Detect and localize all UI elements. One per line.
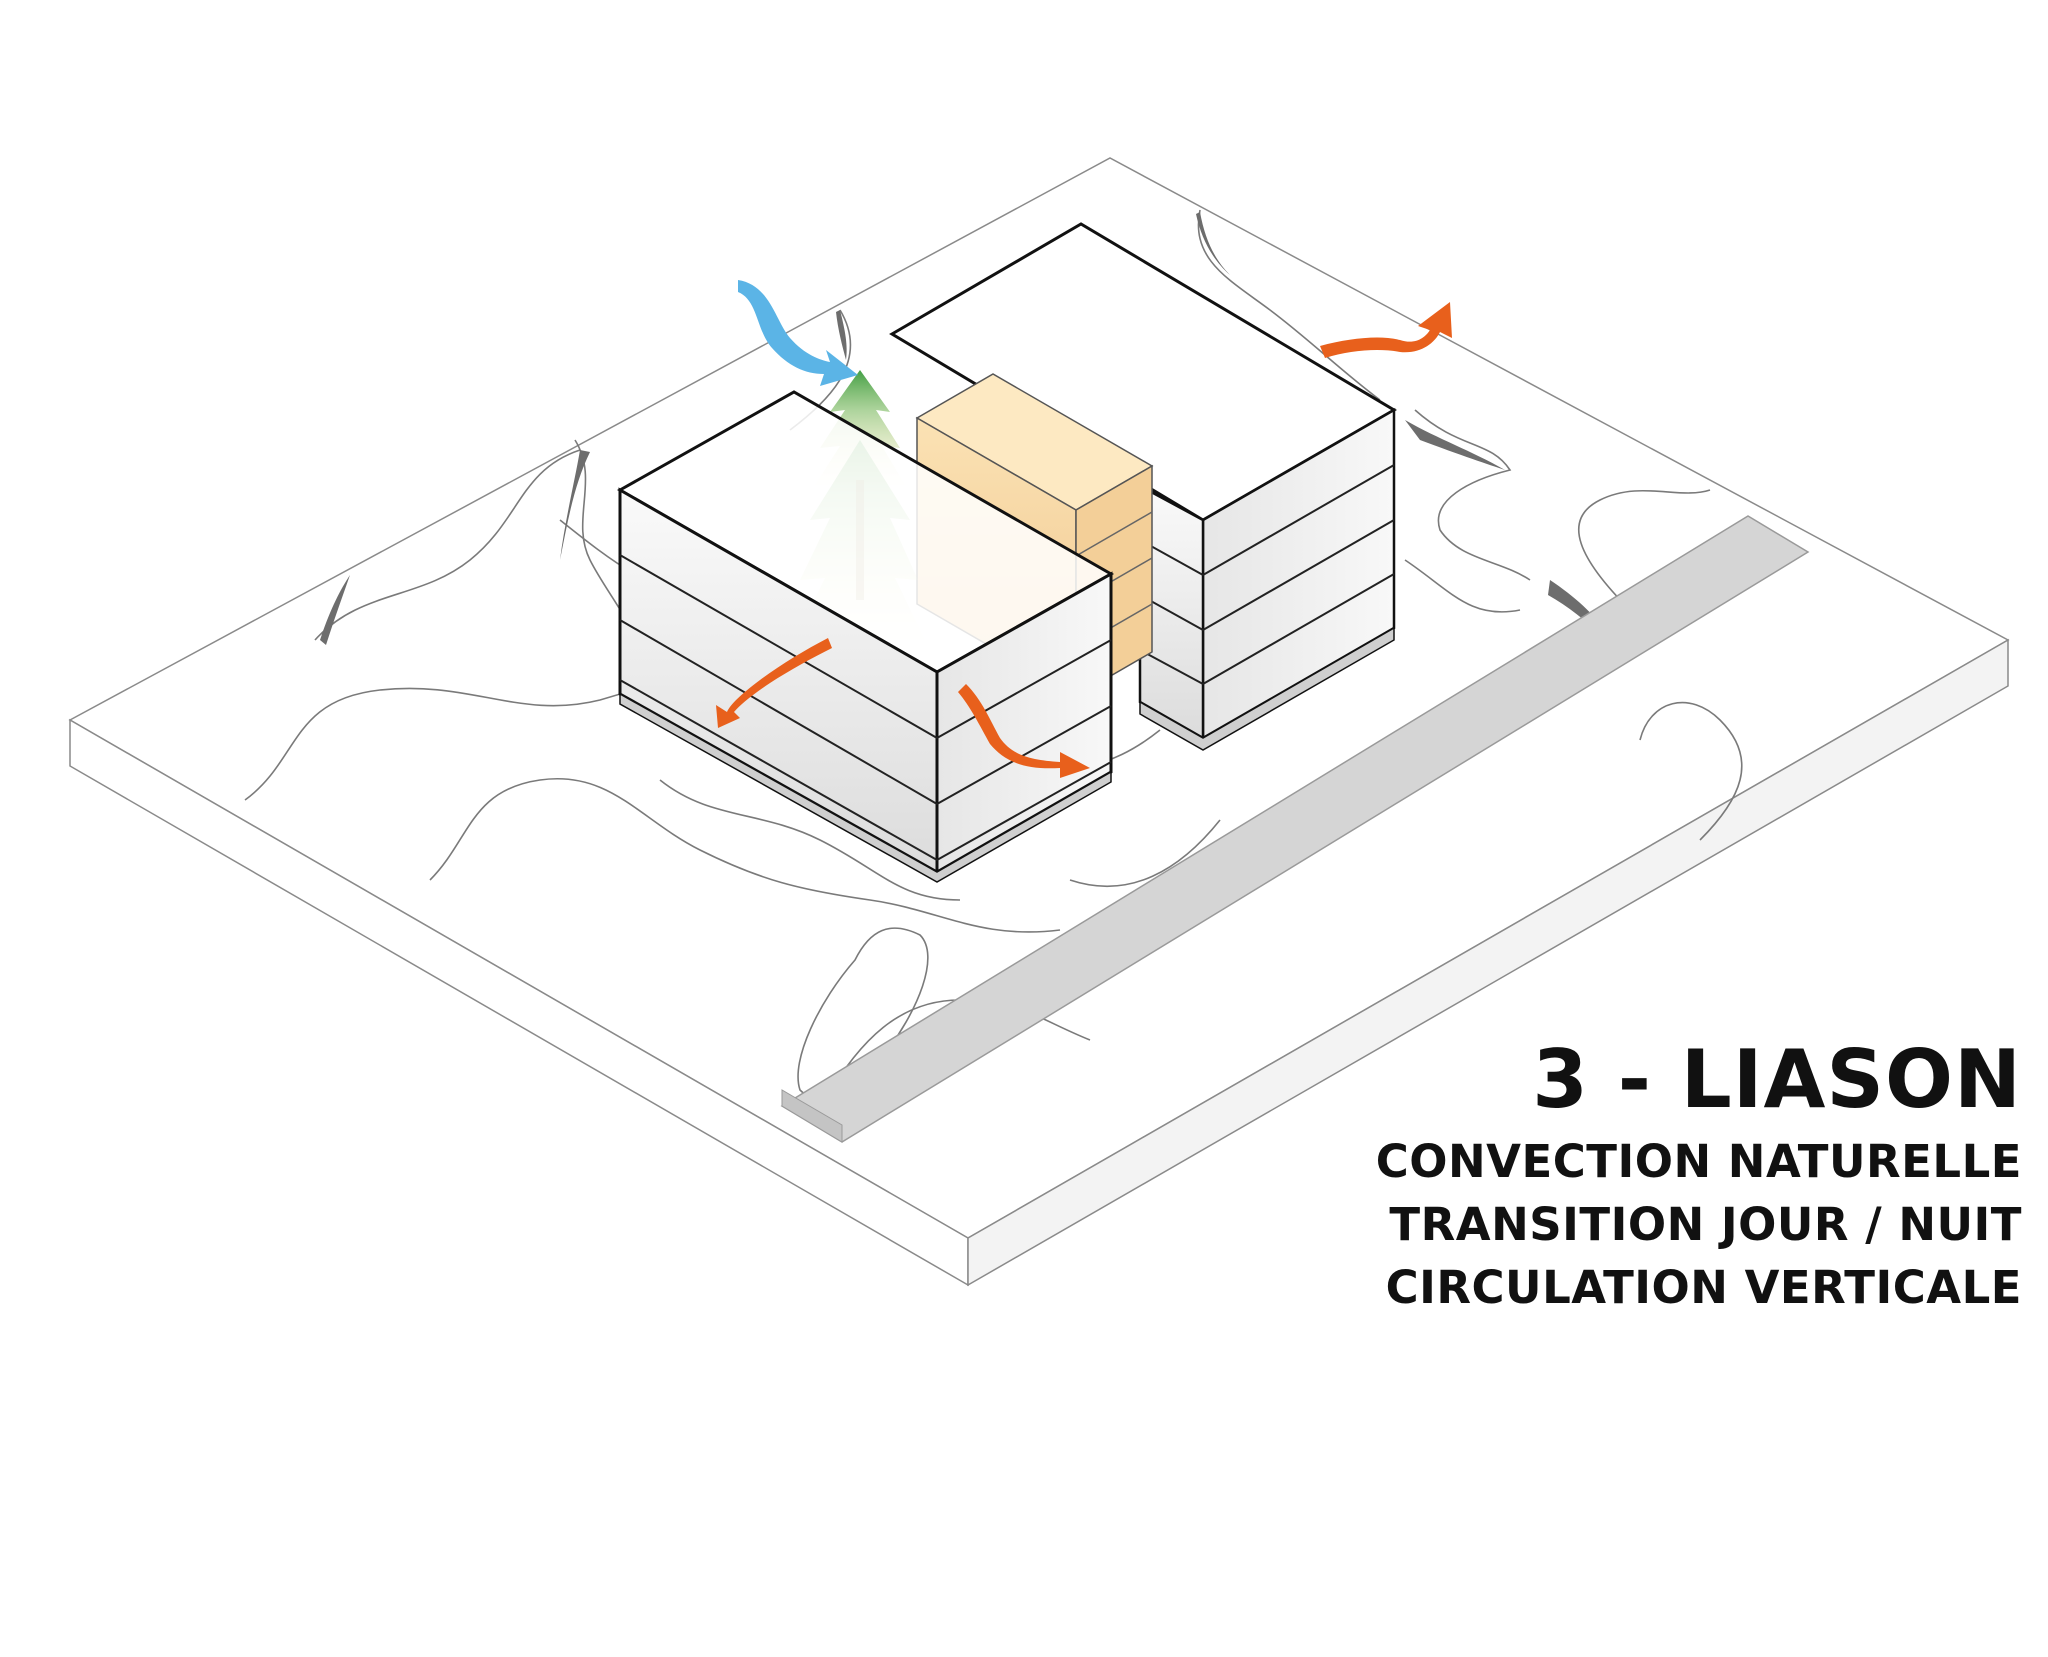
contour-line	[1404, 559, 1521, 613]
front-building-base	[619, 692, 1112, 883]
road-edge	[781, 1089, 843, 1143]
building-back	[889, 222, 1397, 751]
contour-line	[659, 779, 961, 901]
floor-line	[1202, 573, 1395, 685]
road	[780, 515, 1810, 1143]
terrain-cut	[1405, 420, 1505, 470]
orange-outflow-arrow-icon	[1320, 302, 1452, 358]
site-side-right	[967, 638, 2009, 1287]
caption-line-convection: CONVECTION NATURELLE	[1375, 1135, 2022, 1188]
caption-title: 3 - LIASON	[1532, 1033, 2022, 1126]
orange-outflow-arrow-icon	[716, 638, 832, 728]
contour-line	[314, 449, 581, 641]
floor-line	[619, 679, 938, 861]
floor-line	[619, 554, 938, 739]
floor-line	[936, 705, 1112, 805]
back-building-base	[1139, 626, 1395, 751]
floor-line	[619, 619, 938, 805]
floor-line	[1202, 519, 1395, 631]
contour-line	[1577, 489, 1711, 611]
diagram-caption: 3 - LIASON CONVECTION NATURELLE TRANSITI…	[1376, 1030, 2022, 1319]
contour-line	[1639, 701, 1743, 841]
contour-line	[1069, 819, 1221, 888]
contour-line	[1414, 409, 1531, 581]
front-building-floor-lines	[619, 554, 1112, 861]
terrain-cut	[320, 575, 350, 645]
terrain-cut	[836, 310, 847, 360]
blue-inflow-arrow-icon	[738, 280, 858, 386]
contour-line	[429, 777, 1061, 933]
contour-line	[1197, 209, 1381, 401]
airflow-arrows	[716, 280, 1452, 778]
orange-outflow-arrow-icon	[958, 684, 1090, 778]
floor-line	[1202, 464, 1395, 576]
floor-line	[936, 761, 1112, 861]
floor-line	[1075, 511, 1153, 557]
terrain-contours	[244, 209, 1743, 1101]
caption-line-circulation: CIRCULATION VERTICALE	[1385, 1261, 2022, 1314]
floor-line	[936, 639, 1112, 739]
floor-line	[1139, 649, 1204, 685]
building-front	[616, 390, 1115, 883]
terrain-cut	[1196, 212, 1230, 275]
caption-line-transition: TRANSITION JOUR / NUIT	[1389, 1198, 2022, 1251]
